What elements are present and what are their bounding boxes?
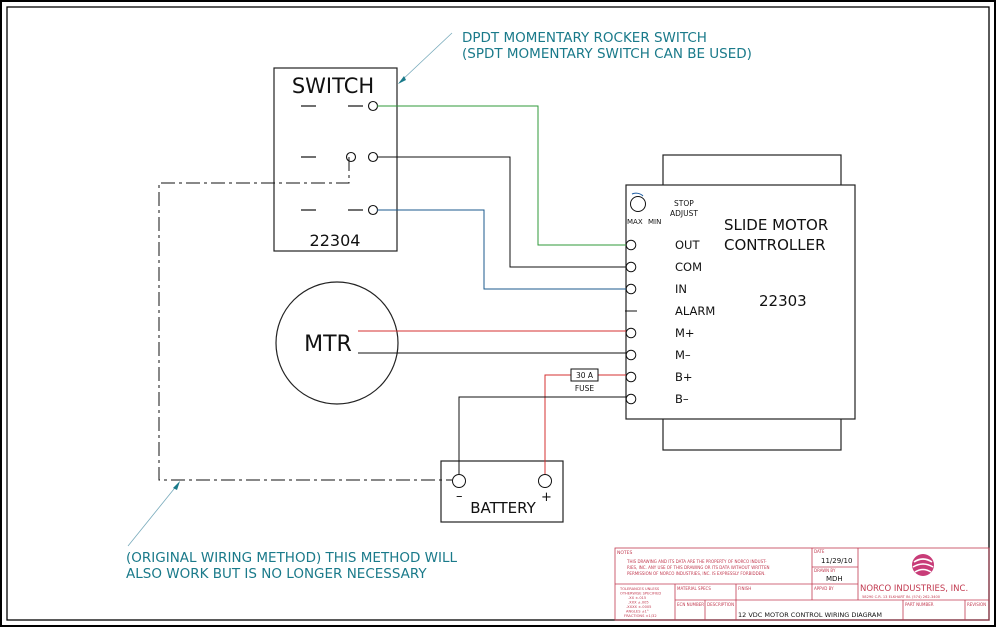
terminal-screw-7 (625, 393, 637, 405)
fuse-label: FUSE (575, 384, 595, 393)
terminal-label-3: ALARM (675, 304, 715, 318)
terminal-screw-1 (625, 261, 637, 273)
terminal-strip: OUT COM IN ALARM M+ M– B+ B– (625, 238, 715, 406)
motor-label: MTR (304, 332, 352, 357)
wire-blue-in (377, 209, 626, 290)
tb-drawn-label: DRAWN BY (814, 568, 836, 573)
fuse-rating: 30 A (576, 371, 594, 380)
title-block (614, 547, 990, 621)
tb-finish-label: FINISH (738, 586, 751, 591)
terminal-screw-0 (625, 239, 637, 251)
tb-revision-label: REVISION (967, 602, 986, 607)
tb-tol-7: FRACTIONS ±1/32 (624, 614, 657, 618)
norco-logo-icon (912, 554, 934, 576)
adjust-knob (630, 196, 646, 212)
tb-notes-line2: RIES, INC. ANY USE OF THIS DRAWING OR IT… (627, 565, 770, 570)
wire-red-battery-plus (544, 374, 571, 474)
switch-note-line1: DPDT MOMENTARY ROCKER SWITCH (462, 30, 707, 46)
tb-notes-line1: THIS DRAWING AND ITS DATA ARE THE PROPER… (626, 559, 767, 564)
wire-black-b-minus (458, 396, 626, 474)
terminal-label-4: M+ (675, 326, 695, 340)
terminal-label-7: B– (675, 392, 689, 406)
switch-note-leader (399, 32, 453, 83)
original-note-line2: ALSO WORK BUT IS NO LONGER NECESSARY (126, 566, 427, 582)
original-note-line1: (ORIGINAL WIRING METHOD) THIS METHOD WIL… (126, 550, 458, 566)
switch-part-number: 22304 (310, 231, 361, 250)
switch-title: SWITCH (292, 74, 374, 98)
switch-note-arrowhead (398, 76, 406, 84)
max-label: MAX (627, 218, 643, 226)
controller-part-number: 22303 (759, 292, 807, 310)
controller-title-1: SLIDE MOTOR (724, 216, 828, 234)
terminal-label-0: OUT (675, 238, 700, 252)
terminal-screw-5 (625, 349, 637, 361)
title-block-text: NOTES THIS DRAWING AND ITS DATA ARE THE … (617, 549, 986, 619)
tb-notes-label: NOTES (617, 550, 633, 556)
inner-border (6, 6, 990, 621)
original-note-leader (127, 483, 179, 547)
adjust-arrow (631, 192, 644, 197)
fuse (570, 368, 599, 382)
tb-ecn-label: ECN NUMBER (677, 602, 704, 607)
terminal-screw-4 (625, 327, 637, 339)
switch-terminal-common (345, 151, 357, 163)
tb-tol-1: TOLERANCES UNLESS (619, 587, 660, 591)
tb-tol-5: .XXXX ±.0005 (626, 605, 651, 609)
tb-approved-label: APPVD BY (814, 586, 834, 591)
controller-block: MAX MIN STOP ADJUST SLIDE MOTOR CONTROLL… (625, 154, 856, 451)
terminal-label-6: B+ (675, 370, 693, 384)
tb-description: 12 VDC MOTOR CONTROL WIRING DIAGRAM (738, 611, 882, 619)
min-label: MIN (648, 218, 661, 226)
motor-circle (275, 281, 399, 405)
battery-label: BATTERY (470, 499, 536, 517)
wire-black-com (377, 156, 626, 268)
tb-address: 58290 C.R. 13 ELKHART IN. (574) 262-3400 (862, 595, 941, 599)
terminal-screw-6 (625, 371, 637, 383)
adjust-label: ADJUST (670, 209, 698, 218)
battery-neg-sign: – (456, 489, 463, 504)
original-note-arrowhead (173, 481, 180, 490)
switch-terminal-2 (367, 151, 379, 163)
tb-company: NORCO INDUSTRIES, INC. (860, 584, 968, 594)
terminal-screw-2 (625, 283, 637, 295)
wire-original-method (158, 157, 452, 481)
wire-green-out (377, 105, 626, 246)
terminal-label-1: COM (675, 260, 702, 274)
battery-box (440, 460, 564, 523)
tb-tol-6: ANGLES ±1° (626, 610, 649, 614)
tb-drawn-by: MDH (826, 575, 843, 583)
tb-tol-2: OTHERWISE SPECIFIED (620, 592, 661, 596)
battery-block: – + BATTERY (440, 460, 564, 523)
tb-date-label: DATE (814, 549, 825, 554)
switch-note-line2: (SPDT MOMENTARY SWITCH CAN BE USED) (462, 46, 752, 62)
tb-date: 11/29/10 (821, 557, 852, 565)
switch-terminal-1 (367, 100, 379, 112)
tb-part-number-label: PART NUMBER (905, 602, 934, 607)
controller-body (625, 184, 856, 420)
terminal-label-2: IN (675, 282, 687, 296)
switch-block: SWITCH 22304 (273, 67, 398, 252)
controller-title-2: CONTROLLER (724, 236, 826, 254)
stop-label: STOP (674, 199, 694, 208)
battery-pos-sign: + (541, 490, 552, 505)
battery-neg-terminal (452, 474, 466, 488)
battery-pos-terminal (538, 474, 552, 488)
switch-terminal-3 (367, 204, 379, 216)
terminal-label-5: M– (675, 348, 691, 362)
tb-material-label: MATERIAL SPECS (677, 586, 711, 591)
tb-description-label: DESCRIPTION (707, 602, 734, 607)
tb-tol-3: .XX ±.015 (628, 596, 646, 600)
tb-notes-line3: PERMISSION OF NORCO INDUSTRIES, INC. IS … (627, 571, 765, 576)
tb-tol-4: .XXX ±.005 (628, 601, 649, 605)
